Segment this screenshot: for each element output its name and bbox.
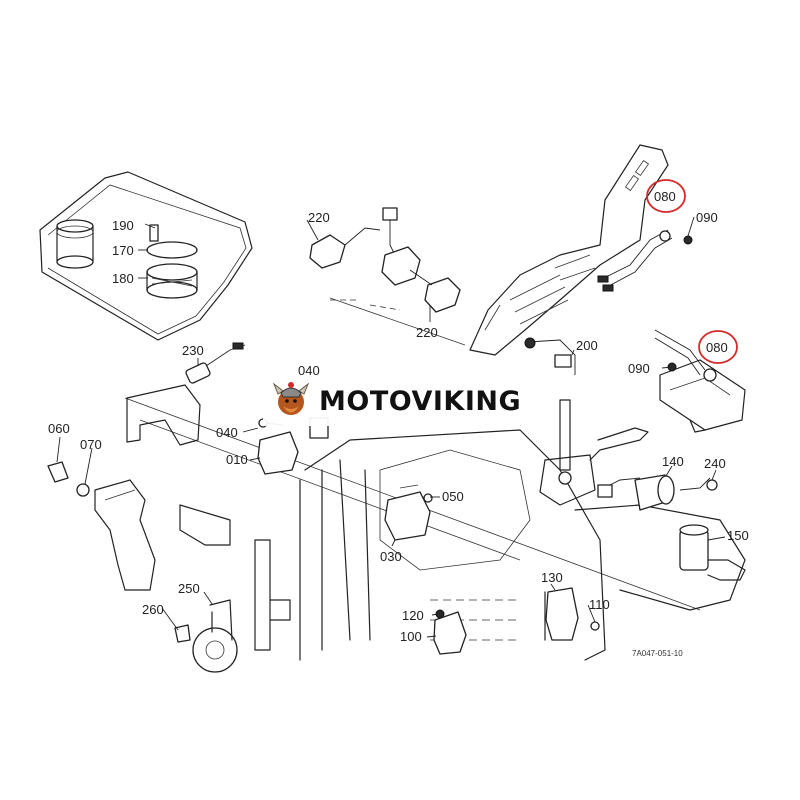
callout-230: 230 [182, 343, 204, 358]
callout-180: 180 [112, 271, 134, 286]
callout-130: 130 [541, 570, 563, 585]
viking-logo-icon [272, 382, 310, 415]
harness-080-upper [597, 229, 693, 292]
assembly-170-180-190 [56, 219, 198, 299]
callout-240: 240 [704, 456, 726, 471]
callout-070: 070 [80, 437, 102, 452]
relay-group-220 [309, 207, 461, 313]
callout-060: 060 [48, 421, 70, 436]
callout-260: 260 [142, 602, 164, 617]
callout-150: 150 [727, 528, 749, 543]
callout-100: 100 [400, 629, 422, 644]
highlight-circle-080-upper [646, 179, 686, 213]
callout-010: 010 [226, 452, 248, 467]
callout-050: 050 [442, 489, 464, 504]
relay-010 [257, 417, 329, 475]
harness-080-right [654, 329, 746, 433]
callout-220-top: 220 [308, 210, 330, 225]
leader-lines [56, 216, 726, 638]
relay-group-100-130 [433, 587, 600, 655]
callout-080-right: 080 [706, 340, 728, 355]
drawing-reference: 7A047-051-10 [632, 649, 683, 658]
watermark-banner: MOTOVIKING [263, 376, 538, 426]
relay-030-050 [384, 484, 433, 541]
callout-190: 190 [112, 218, 134, 233]
watermark-text: MOTOVIKING [319, 385, 522, 417]
horn-250 [174, 599, 238, 673]
callout-140: 140 [662, 454, 684, 469]
callout-220-bottom: 220 [416, 325, 438, 340]
highlight-circle-080-right [698, 330, 738, 364]
callout-170: 170 [112, 243, 134, 258]
callout-labels: 190 170 180 220 220 230 040 200 080 090 … [48, 189, 749, 658]
parts-060-070 [47, 461, 156, 591]
switch-200 [524, 337, 649, 506]
callout-040-top: 040 [298, 363, 320, 378]
callout-250: 250 [178, 581, 200, 596]
callout-080-upper: 080 [654, 189, 676, 204]
upper-right-frame [469, 144, 669, 356]
callout-090-upper: 090 [696, 210, 718, 225]
parts-140-150-240 [597, 474, 746, 581]
sensor-230 [185, 342, 246, 384]
callout-090-right: 090 [628, 361, 650, 376]
callout-120: 120 [402, 608, 424, 623]
callout-200: 200 [576, 338, 598, 353]
callout-030: 030 [380, 549, 402, 564]
callout-040-left: 040 [216, 425, 238, 440]
callout-110: 110 [589, 597, 610, 612]
